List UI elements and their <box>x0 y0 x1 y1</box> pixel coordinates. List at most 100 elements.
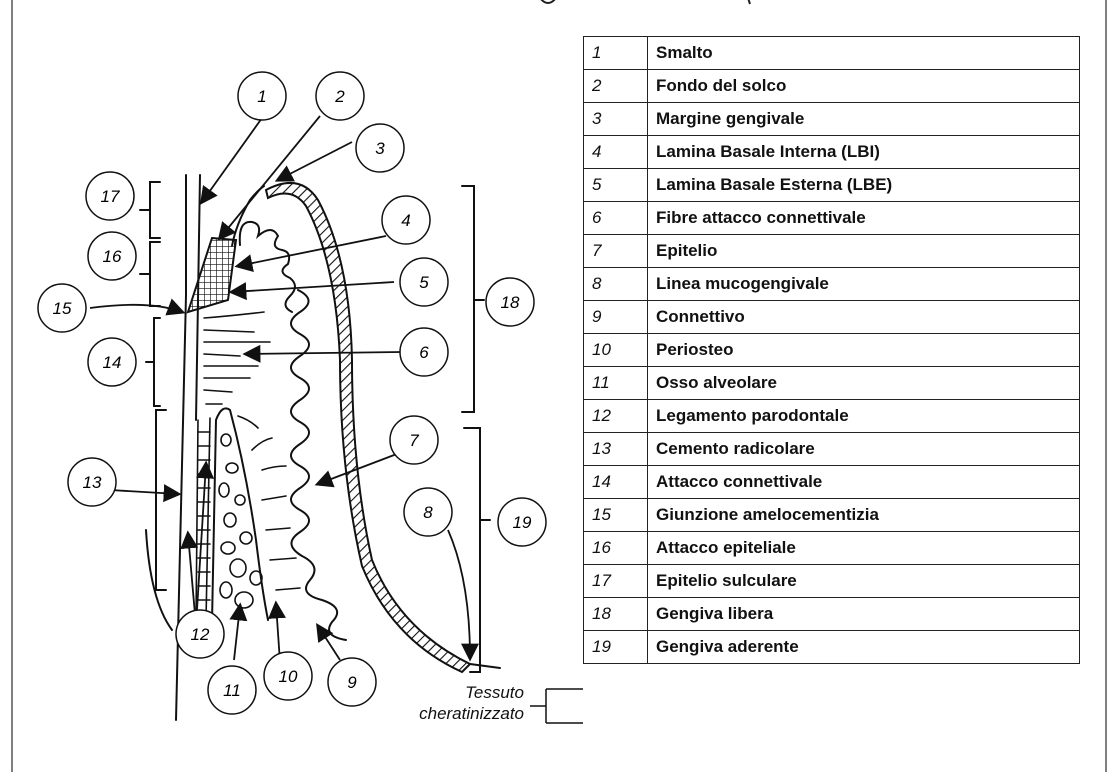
legend-number: 2 <box>584 70 648 103</box>
legend-term: Gengiva libera <box>648 598 1080 631</box>
epithelial-attachment-shape <box>188 238 236 312</box>
legend-number: 3 <box>584 103 648 136</box>
legend-number: 4 <box>584 136 648 169</box>
legend-number: 7 <box>584 235 648 268</box>
legend-number: 11 <box>584 367 648 400</box>
keratinized-tissue-note: Tessuto cheratinizzato <box>360 682 524 724</box>
svg-text:7: 7 <box>409 431 419 450</box>
svg-text:11: 11 <box>223 681 241 700</box>
svg-text:14: 14 <box>103 353 122 372</box>
legend-table: 1Smalto2Fondo del solco3Margine gengival… <box>583 36 1080 664</box>
legend-term: Osso alveolare <box>648 367 1080 400</box>
svg-text:2: 2 <box>334 87 345 106</box>
callout-13: 13 <box>68 458 116 506</box>
legend-term: Lamina Basale Esterna (LBE) <box>648 169 1080 202</box>
legend-number: 1 <box>584 37 648 70</box>
legend-term: Smalto <box>648 37 1080 70</box>
callout-7: 7 <box>390 416 438 464</box>
svg-text:10: 10 <box>279 667 298 686</box>
bone-marrow-spaces <box>219 434 262 608</box>
legend-term: Gengiva aderente <box>648 631 1080 664</box>
legend-term: Attacco epiteliale <box>648 532 1080 565</box>
note-line-2: cheratinizzato <box>360 703 524 724</box>
svg-text:4: 4 <box>401 211 410 230</box>
svg-text:18: 18 <box>501 293 520 312</box>
callout-circles: 1 2 3 4 5 6 7 8 9 10 11 12 13 14 15 16 1… <box>38 72 546 714</box>
legend-number: 14 <box>584 466 648 499</box>
svg-text:12: 12 <box>191 625 210 644</box>
legend-term: Epitelio <box>648 235 1080 268</box>
legend-number: 19 <box>584 631 648 664</box>
legend-number: 8 <box>584 268 648 301</box>
legend-term: Lamina Basale Interna (LBI) <box>648 136 1080 169</box>
callout-11: 11 <box>208 666 256 714</box>
svg-text:15: 15 <box>53 299 72 318</box>
callout-15: 15 <box>38 284 86 332</box>
legend-term: Legamento parodontale <box>648 400 1080 433</box>
svg-text:13: 13 <box>83 473 102 492</box>
callout-12: 12 <box>176 610 224 658</box>
legend-term: Connettivo <box>648 301 1080 334</box>
svg-text:8: 8 <box>423 503 433 522</box>
callout-8: 8 <box>404 488 452 536</box>
legend-number: 6 <box>584 202 648 235</box>
svg-text:1: 1 <box>257 87 266 106</box>
callout-2: 2 <box>316 72 364 120</box>
legend-number: 16 <box>584 532 648 565</box>
legend-term: Fibre attacco connettivale <box>648 202 1080 235</box>
epithelium-ridges <box>240 222 295 312</box>
legend-number: 9 <box>584 301 648 334</box>
callout-16: 16 <box>88 232 136 280</box>
callout-6: 6 <box>400 328 448 376</box>
legend-number: 5 <box>584 169 648 202</box>
legend-term: Epitelio sulculare <box>648 565 1080 598</box>
callout-5: 5 <box>400 258 448 306</box>
callout-19: 19 <box>498 498 546 546</box>
legend-number: 15 <box>584 499 648 532</box>
legend-term: Margine gengivale <box>648 103 1080 136</box>
svg-text:9: 9 <box>347 673 357 692</box>
callout-18: 18 <box>486 278 534 326</box>
svg-text:3: 3 <box>375 139 385 158</box>
legend-term: Periosteo <box>648 334 1080 367</box>
legend-term: Linea mucogengivale <box>648 268 1080 301</box>
legend-number: 12 <box>584 400 648 433</box>
legend-number: 17 <box>584 565 648 598</box>
svg-text:19: 19 <box>513 513 532 532</box>
svg-text:17: 17 <box>101 187 120 206</box>
callout-10: 10 <box>264 652 312 700</box>
svg-text:5: 5 <box>419 273 429 292</box>
outer-gingiva-band <box>266 183 470 672</box>
legend-row: 8Linea mucogengivale <box>584 268 1080 301</box>
callout-1: 1 <box>238 72 286 120</box>
legend-term: Fondo del solco <box>648 70 1080 103</box>
legend-number: 13 <box>584 433 648 466</box>
svg-text:16: 16 <box>103 247 122 266</box>
note-line-1: Tessuto <box>360 682 524 703</box>
note-bracket <box>530 689 583 723</box>
legend-term: Cemento radicolare <box>648 433 1080 466</box>
svg-text:6: 6 <box>419 343 429 362</box>
callout-4: 4 <box>382 196 430 244</box>
legend-row: 13Cemento radicolare <box>584 433 1080 466</box>
callout-3: 3 <box>356 124 404 172</box>
callout-17: 17 <box>86 172 134 220</box>
legend-row: 16Attacco epiteliale <box>584 532 1080 565</box>
